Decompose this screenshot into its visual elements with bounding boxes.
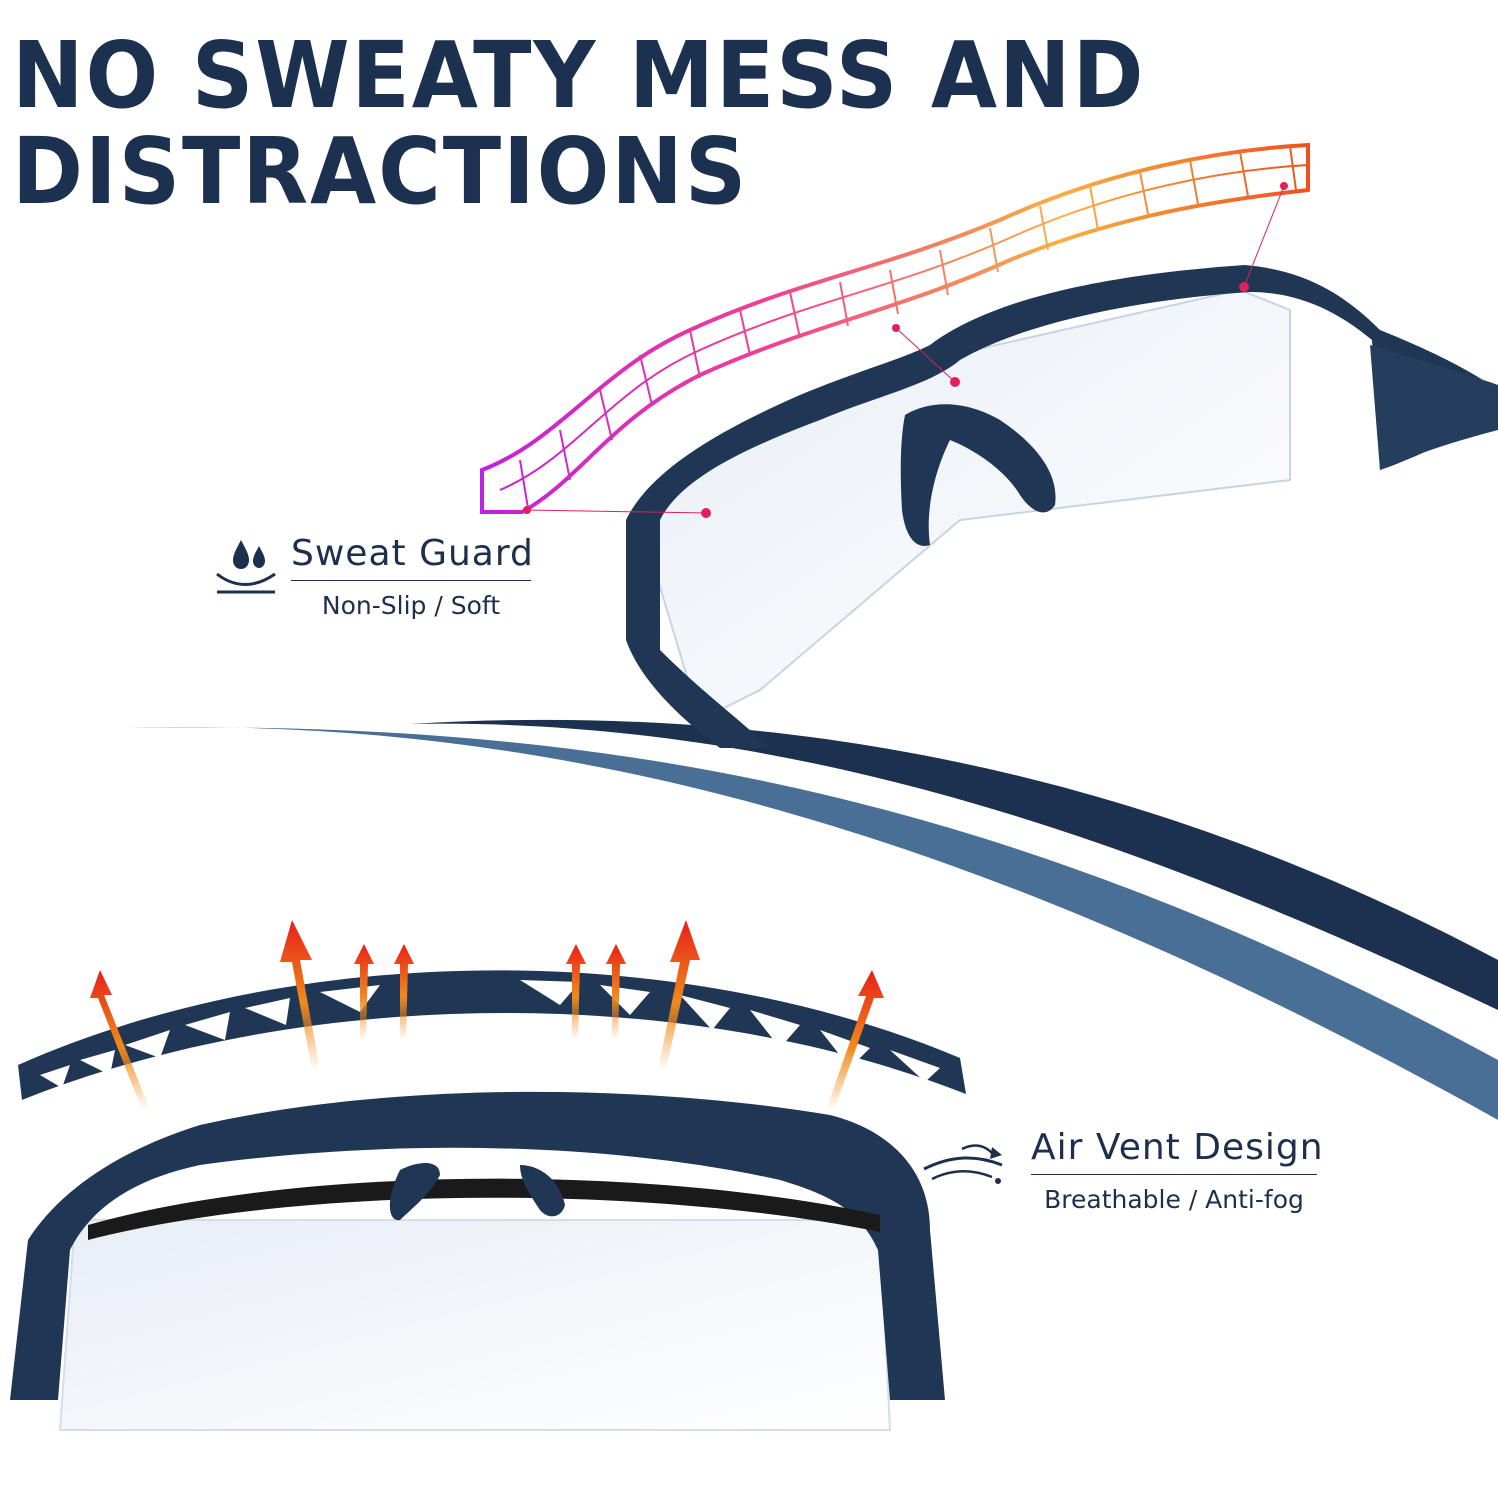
sweat-guard-title: Sweat Guard bbox=[291, 533, 534, 574]
airflow-icon bbox=[923, 1144, 1003, 1184]
wave-light bbox=[130, 727, 1498, 1120]
headline-line-2: DISTRACTIONS bbox=[12, 118, 749, 225]
headline-line-1: NO SWEATY MESS AND bbox=[12, 22, 1146, 129]
divider bbox=[1031, 1174, 1317, 1175]
temple-right bbox=[1370, 345, 1498, 470]
nose-pad-top bbox=[900, 404, 1056, 546]
air-vent-subtitle: Breathable / Anti-fog bbox=[1044, 1185, 1304, 1214]
sweat-guard-subtitle: Non-Slip / Soft bbox=[321, 591, 501, 620]
inner-padding bbox=[88, 1178, 880, 1240]
headline: NO SWEATY MESS AND DISTRACTIONS bbox=[12, 28, 1145, 220]
wave-dark bbox=[410, 719, 1498, 1010]
heatmap-band bbox=[480, 142, 1310, 514]
lens-bottom bbox=[58, 1219, 892, 1431]
vented-brow-bar bbox=[18, 970, 966, 1100]
sweat-guard-feature: Sweat Guard Non-Slip / Soft bbox=[291, 533, 534, 620]
air-vent-title: Air Vent Design bbox=[1031, 1127, 1324, 1168]
air-vent-feature: Air Vent Design Breathable / Anti-fog bbox=[1031, 1127, 1324, 1214]
water-drops-icon bbox=[216, 540, 276, 594]
nose-pad-bottom bbox=[389, 1163, 565, 1221]
glasses-bottom bbox=[10, 1091, 945, 1431]
divider bbox=[291, 580, 531, 581]
frame-top bbox=[626, 265, 1498, 748]
vent-arrows bbox=[90, 920, 884, 1110]
frame-bottom bbox=[10, 1091, 945, 1400]
glasses-top bbox=[626, 265, 1498, 748]
